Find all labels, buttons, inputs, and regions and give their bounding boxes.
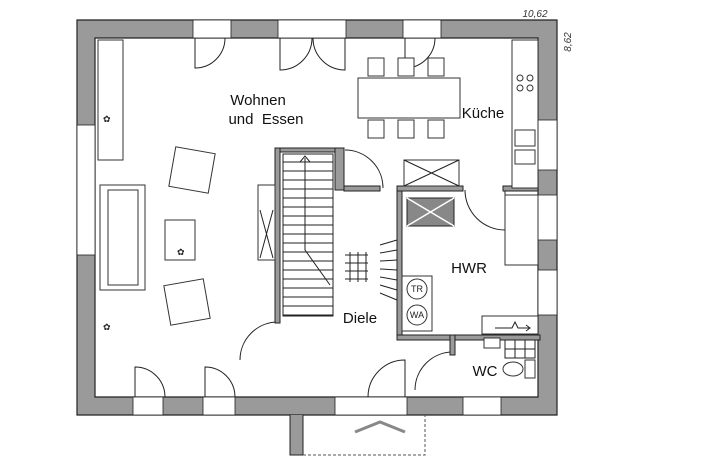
- room-label-dining: und Essen: [228, 111, 303, 128]
- entrance-steps: [289, 415, 426, 456]
- dimension-width: 10,62: [522, 9, 547, 20]
- dining-set: [357, 57, 461, 139]
- plant-icon: ✿: [177, 247, 185, 257]
- plant-icon: ✿: [103, 114, 111, 124]
- stair-storage: [257, 184, 276, 261]
- utility-fixtures: TR WA: [401, 194, 539, 335]
- interior-walls: [274, 147, 541, 356]
- dryer-label: TR: [411, 284, 423, 294]
- hall-fixtures: [345, 239, 398, 301]
- meter: [481, 315, 539, 335]
- dimension-depth: 8,62: [563, 32, 574, 52]
- dryer-icon: [406, 278, 428, 300]
- washer-label: WA: [410, 310, 424, 320]
- room-label-hall: Diele: [343, 310, 377, 327]
- plant-icon: ✿: [103, 322, 111, 332]
- room-label-living: Wohnen: [230, 92, 286, 109]
- living-furniture: ✿ ✿ ✿: [97, 39, 216, 332]
- door-swings: [134, 37, 506, 398]
- sideboard: [97, 39, 124, 161]
- kitchen-counter: [403, 39, 539, 189]
- washer-icon: [406, 304, 428, 326]
- openings: [76, 19, 558, 416]
- stair-storage-cross: [259, 209, 274, 259]
- exterior-walls: [76, 19, 558, 416]
- staircase: [282, 153, 334, 317]
- room-label-kitchen: Küche: [462, 105, 505, 122]
- armchair: [168, 146, 216, 194]
- room-label-utility: HWR: [451, 260, 487, 277]
- coffee-table: [164, 219, 196, 261]
- armchair: [163, 278, 211, 326]
- sink: [514, 129, 536, 147]
- room-label-wc: WC: [473, 363, 498, 380]
- wc-fixtures: [483, 337, 536, 379]
